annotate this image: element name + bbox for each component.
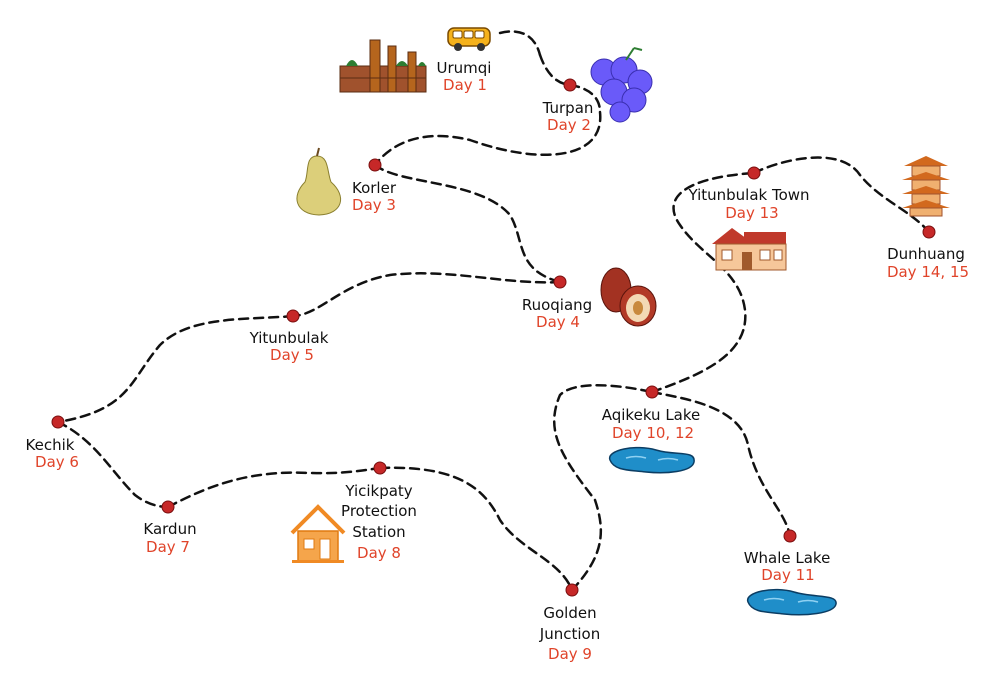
stop-name-yicikpaty-line-3: Station (352, 523, 405, 541)
stop-day-turpan: Day 2 (547, 116, 591, 134)
stop-name-ruoqiang: Ruoqiang (522, 296, 592, 314)
stop-day-urumqi: Day 1 (443, 76, 487, 94)
pear-icon (296, 147, 342, 216)
stop-name-turpan: Turpan (542, 99, 594, 117)
stop-name-yitunbulak-town: Yitunbulak Town (687, 186, 809, 204)
stop-day-kechik: Day 6 (35, 453, 79, 471)
route-segment-ruoqiang-yitunbulak (291, 272, 562, 318)
jujube-icon (600, 267, 657, 327)
stop-day-korler: Day 3 (352, 196, 396, 214)
stop-name-aqikeku-lake: Aqikeku Lake (602, 406, 701, 424)
stop-marker-dunhuang[interactable] (922, 225, 936, 239)
stop-day-yicikpaty: Day 8 (357, 544, 401, 562)
stop-marker-aqikeku-lake[interactable] (645, 385, 659, 399)
stop-name-yitunbulak: Yitunbulak (249, 329, 329, 347)
stop-marker-turpan[interactable] (563, 78, 577, 92)
stop-day-yitunbulak-town: Day 13 (725, 204, 778, 222)
stop-name-golden-junction-line-1: Golden (543, 604, 596, 622)
house-orange-icon (290, 504, 346, 563)
stop-name-korler: Korler (352, 179, 397, 197)
stop-day-golden-junction: Day 9 (548, 645, 592, 663)
stop-day-yitunbulak: Day 5 (270, 346, 314, 364)
stop-name-yicikpaty-line-1: Yicikpaty (344, 482, 412, 500)
stop-day-whale-lake: Day 11 (761, 566, 814, 584)
stop-marker-ruoqiang[interactable] (553, 275, 567, 289)
route-segment-yicikpaty-golden-junction (378, 466, 574, 592)
route-segment-kechik-kardun (56, 420, 170, 509)
stop-marker-whale-lake[interactable] (783, 529, 797, 543)
stop-name-golden-junction-line-2: Junction (539, 625, 600, 643)
stop-name-yicikpaty-line-2: Protection (341, 502, 417, 520)
route-segment-urumqi-turpan (538, 53, 572, 87)
stop-day-kardun: Day 7 (146, 538, 190, 556)
stop-markers (51, 78, 936, 597)
stop-name-dunhuang: Dunhuang (887, 245, 965, 263)
house-icon (712, 228, 787, 271)
mosque-icon (339, 39, 427, 93)
route-segment-korler-ruoqiang (373, 163, 562, 284)
stop-day-ruoqiang: Day 4 (536, 313, 580, 331)
route-segment-yitunbulak-town-dunhuang (752, 156, 931, 234)
pagoda-icon (902, 156, 950, 217)
stop-marker-yicikpaty[interactable] (373, 461, 387, 475)
stop-marker-yitunbulak-town[interactable] (747, 166, 761, 180)
lake-icon (609, 446, 695, 474)
route-segment-aqikeku-whale (650, 390, 792, 538)
route-segment-golden-junction-aqikeku (552, 384, 654, 592)
stop-labels: Urumqi Day 1 Turpan Day 2 Korler Day 3 R… (26, 59, 970, 663)
stop-marker-golden-junction[interactable] (565, 583, 579, 597)
grapes-icon (590, 47, 653, 123)
stop-name-kardun: Kardun (143, 520, 196, 538)
stop-marker-kardun[interactable] (161, 500, 175, 514)
stop-name-kechik: Kechik (26, 436, 75, 454)
stop-marker-korler[interactable] (368, 158, 382, 172)
van-icon (447, 27, 491, 51)
stop-day-dunhuang: Day 14, 15 (887, 263, 969, 281)
route-segment-van-urumqi (498, 30, 542, 57)
stop-name-whale-lake: Whale Lake (744, 549, 831, 567)
route-segment-kardun-yicikpaty (166, 466, 382, 509)
route-segment-yitunbulak-kechik (56, 314, 295, 424)
stop-name-urumqi: Urumqi (437, 59, 492, 77)
stop-day-aqikeku-lake: Day 10, 12 (612, 424, 694, 442)
route-segment-turpan-korler (373, 110, 602, 167)
stop-marker-yitunbulak[interactable] (286, 309, 300, 323)
route-path (56, 30, 931, 592)
stop-marker-kechik[interactable] (51, 415, 65, 429)
lake-icon (747, 588, 837, 616)
